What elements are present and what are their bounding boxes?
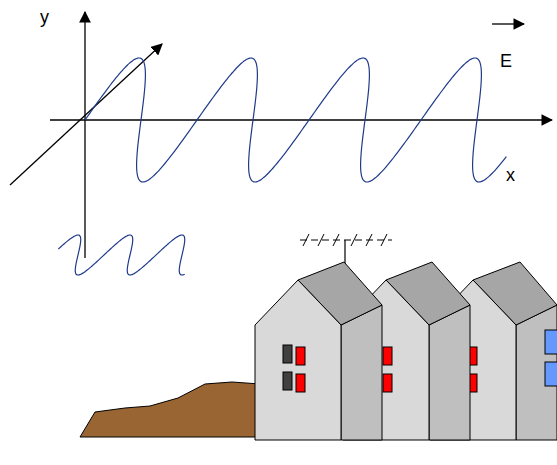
house — [255, 262, 382, 440]
y-axis — [84, 12, 85, 258]
small-wave — [58, 235, 184, 275]
axis-label: x — [506, 166, 515, 184]
antenna-bar — [300, 239, 392, 240]
axis-label: E — [500, 52, 512, 70]
wave-group — [58, 58, 506, 275]
vector-arrow — [492, 23, 524, 24]
antenna-ticks — [303, 234, 387, 246]
z-axis — [10, 44, 162, 185]
em-wave — [85, 58, 506, 182]
axis-label: y — [40, 8, 49, 26]
